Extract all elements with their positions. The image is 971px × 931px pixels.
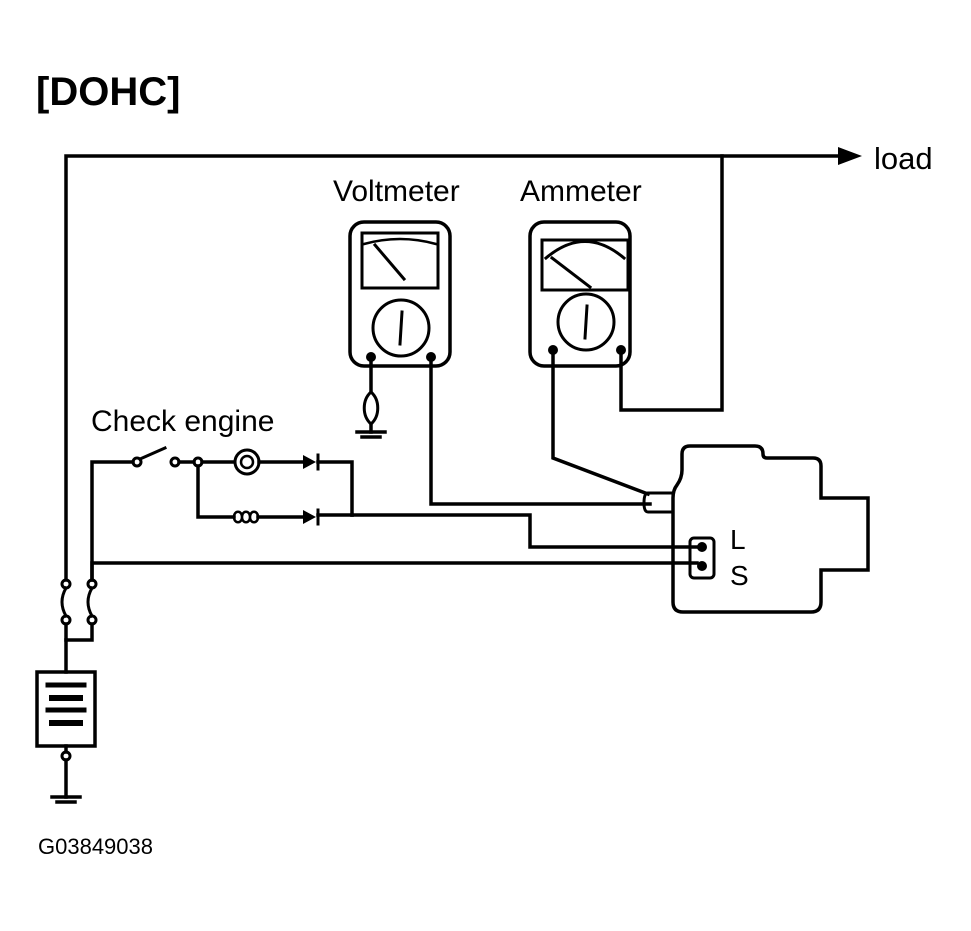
- fuse-icon: [60, 578, 72, 626]
- ammeter-icon: [528, 220, 632, 368]
- voltmeter-ground-lead: [362, 355, 380, 434]
- l-terminal-wire: [350, 513, 699, 549]
- resistor-coil-icon: [196, 464, 305, 524]
- main-load-line: [64, 147, 862, 582]
- ammeter-lead-to-generator: [551, 348, 651, 497]
- alternator-icon: [642, 444, 870, 614]
- diode-icon: [303, 508, 354, 526]
- terminal-s-label: S: [730, 560, 749, 591]
- voltmeter-icon: [348, 220, 452, 368]
- fuse-junction-wire: [64, 622, 94, 642]
- load-label: load: [874, 141, 933, 176]
- diode-icon: [303, 453, 354, 517]
- ignition-switch-icon: [90, 446, 204, 582]
- fuse-icon: [86, 578, 98, 626]
- check-engine-lamp-icon: [200, 448, 305, 476]
- diagram-title: [DOHC]: [36, 70, 181, 114]
- ammeter-label: Ammeter: [520, 175, 642, 208]
- voltmeter-label: Voltmeter: [333, 175, 460, 208]
- check-engine-label: Check engine: [91, 405, 275, 438]
- ground-icon: [355, 430, 387, 439]
- voltmeter-lead-to-generator: [429, 355, 652, 506]
- ammeter-lead-to-load: [619, 154, 724, 412]
- ground-icon: [50, 795, 82, 804]
- figure-id: G03849038: [38, 834, 153, 859]
- battery-icon: [35, 638, 97, 799]
- terminal-l-label: L: [730, 524, 746, 555]
- s-terminal-wire: [90, 561, 699, 582]
